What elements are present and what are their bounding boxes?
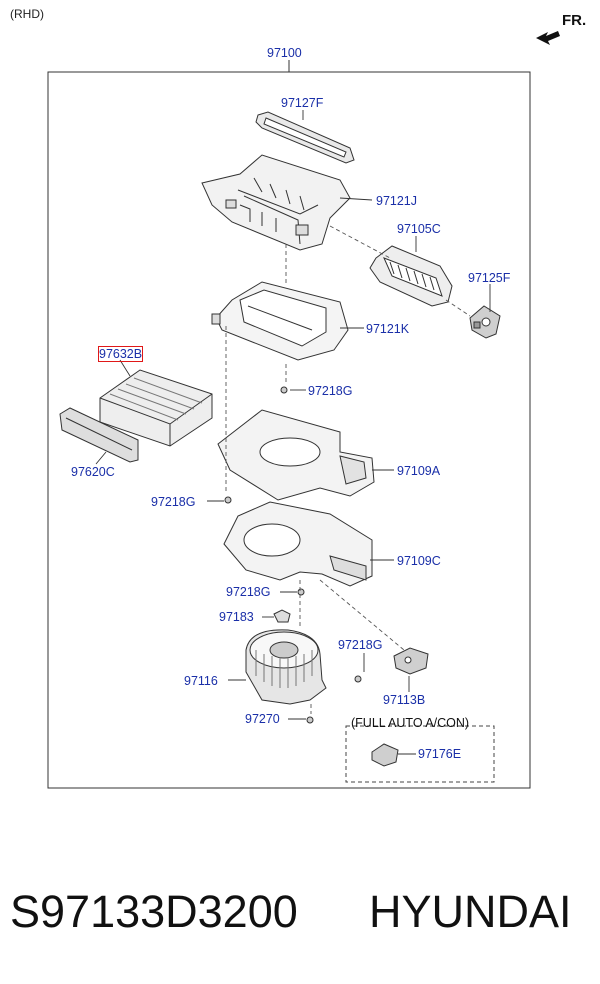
blower-motor-97116-drawing <box>245 629 327 705</box>
option-box-title: (FULL AUTO A/CON) <box>351 716 470 730</box>
label-97218G-right: 97218G <box>338 638 383 652</box>
label-97218G-left: 97218G <box>151 495 196 509</box>
label-97125F: 97125F <box>468 271 511 285</box>
leader-lines <box>95 110 491 755</box>
cabin-filter-97632B-drawing <box>99 369 213 447</box>
upper-case-97121J-drawing <box>201 154 351 251</box>
label-97109A: 97109A <box>397 464 441 478</box>
label-97270: 97270 <box>245 712 280 726</box>
label-97109C: 97109C <box>397 554 441 568</box>
label-97632B-highlighted: 97632B <box>97 346 144 362</box>
label-97113B: 97113B <box>383 693 426 707</box>
label-97176E: 97176E <box>418 747 462 761</box>
brand-name: HYUNDAI <box>369 886 572 937</box>
part-97183-drawing <box>273 609 291 623</box>
alignment-lines <box>225 225 471 714</box>
front-arrow-icon <box>536 31 560 45</box>
screw-icons <box>224 386 362 724</box>
label-97183: 97183 <box>219 610 254 624</box>
component-97105C-drawing <box>369 245 453 307</box>
label-97116: 97116 <box>184 674 218 688</box>
label-97620C: 97620C <box>71 465 115 479</box>
resistor-97113B-drawing <box>393 647 429 675</box>
variant-label: (RHD) <box>10 7 44 21</box>
label-97121J: 97121J <box>376 194 418 208</box>
label-97121K: 97121K <box>366 322 410 336</box>
cover-97620C-drawing <box>59 407 139 463</box>
sensor-97176E-drawing <box>371 743 399 767</box>
frame-97121K-drawing <box>211 281 349 361</box>
gasket-97127F-drawing <box>255 111 355 164</box>
component-97125F-drawing <box>469 305 501 339</box>
option-box <box>345 725 495 783</box>
housing-97109A-drawing <box>217 409 375 501</box>
label-97127F: 97127F <box>281 96 324 110</box>
label-97105C: 97105C <box>397 222 441 236</box>
label-97218G-middle: 97218G <box>226 585 271 599</box>
front-direction-label: FR. <box>562 12 587 29</box>
footer: S97133D3200 HYUNDAI <box>0 880 600 950</box>
housing-97109C-drawing <box>223 501 373 587</box>
label-97100: 97100 <box>267 46 302 60</box>
label-97218G-upper: 97218G <box>308 384 353 398</box>
part-number: S97133D3200 <box>10 886 298 937</box>
